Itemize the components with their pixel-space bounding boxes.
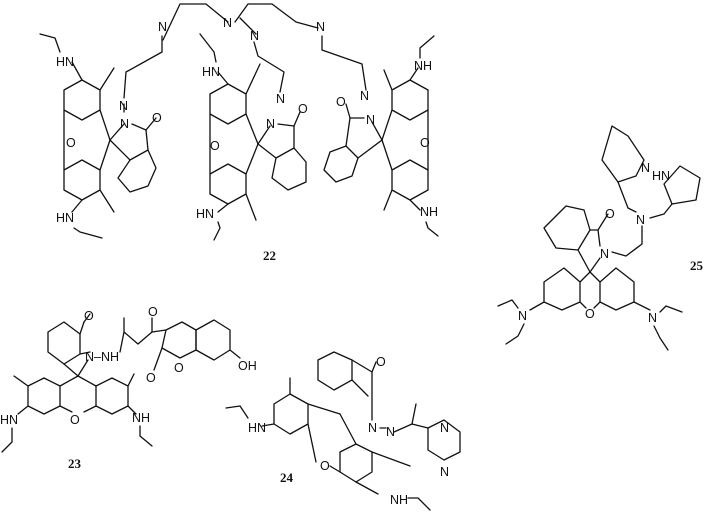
- compound-label-24: 24: [280, 470, 294, 485]
- atom-o-lactone: O: [174, 361, 184, 375]
- atom-o-xanthene: O: [420, 136, 430, 150]
- atom-nh-top: HN: [56, 55, 74, 69]
- atom-o-carbonyl: O: [605, 207, 615, 221]
- atom-nh-bottom: HN: [196, 207, 214, 221]
- atom-nh-top: HN: [202, 65, 220, 79]
- atom-o-xanthene: O: [66, 136, 76, 150]
- atom-o-xanthene: O: [320, 459, 330, 473]
- atom-hn-left: HN: [248, 421, 266, 435]
- compound-25: N HN N N O O N N 25: [497, 125, 704, 351]
- atom-o-ketone: O: [148, 305, 158, 319]
- compound-22: N N N N N N N O HN HN: [39, 3, 439, 263]
- atom-n-lactam: N: [600, 247, 609, 261]
- atom-o-carbonyl: O: [376, 355, 386, 369]
- atom-n-pyrazine-1: N: [440, 421, 449, 435]
- compound-label-25: 25: [690, 258, 704, 273]
- atom-o-xanthene: O: [585, 307, 595, 321]
- atom-nh-bottom: NH: [420, 205, 438, 219]
- atom-o-carbonyl: O: [84, 309, 94, 323]
- compound-label-23: 23: [68, 456, 82, 471]
- atom-o-carbonyl: O: [298, 102, 308, 116]
- atom-n-lactam: N: [120, 117, 129, 131]
- atom-o-xanthene: O: [70, 413, 80, 427]
- atom-n-diethyl-right: N: [648, 311, 657, 325]
- atom-o-xanthene: O: [210, 139, 220, 153]
- atom-n-imine: N: [386, 425, 395, 439]
- compound-23: O N–NH O HN NH O O O OH 23: [0, 305, 257, 471]
- atom-nh-bottom: HN: [56, 211, 74, 225]
- atom-n-hydrazone: N: [368, 421, 377, 435]
- atom-n-imine-1: N: [158, 20, 167, 34]
- atom-n-lactam: N: [266, 117, 275, 131]
- compound-label-22: 22: [263, 248, 276, 263]
- atom-oh: OH: [238, 359, 257, 373]
- atom-n-central: N: [223, 16, 232, 30]
- atom-n-arm3: N: [360, 89, 369, 103]
- atom-n-arm2: N: [276, 92, 285, 106]
- atom-n-pyrazine-2: N: [440, 465, 449, 479]
- compound-24: O N N N N O HN NH 24: [225, 351, 461, 511]
- atom-o-lactone-carbonyl: O: [146, 371, 156, 385]
- atom-nh-right: NH: [132, 411, 150, 425]
- atom-o-carbonyl: O: [152, 111, 162, 125]
- atom-hn-left: HN: [0, 413, 18, 427]
- atom-nh-right: NH: [390, 493, 408, 507]
- atom-o-carbonyl: O: [336, 95, 346, 109]
- atom-nh-pyrrole: HN: [652, 169, 670, 183]
- atom-nh-top: NH: [414, 59, 432, 73]
- atom-n-tertiary: N: [636, 213, 645, 227]
- atom-n-lactam: N: [366, 113, 375, 127]
- atom-n-nh-hydrazide: N–NH: [85, 350, 119, 364]
- atom-n-imine-3: N: [316, 20, 325, 34]
- atom-n-diethyl-left: N: [518, 309, 527, 323]
- atom-n-pyridine: N: [641, 161, 650, 175]
- atom-n-imine-2: N: [250, 29, 259, 43]
